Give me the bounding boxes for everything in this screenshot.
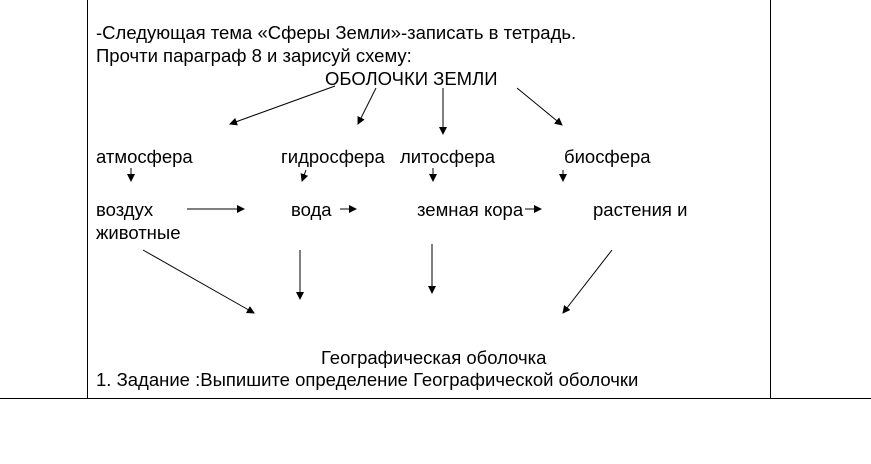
task-text: 1. Задание :Выпишите определение Географ… [96,369,639,390]
arrow [562,249,613,314]
intro-line-1: -Следующая тема «Сферы Земли»-записать в… [96,22,577,43]
sphere-hydrosphere: гидросфера [281,146,385,167]
component-crust: земная кора [417,199,524,220]
arrow [142,249,255,314]
scheme-result: Географическая оболочка [321,347,547,368]
arrow [229,85,336,126]
arrow [357,87,377,125]
table-border-left [87,0,88,398]
table-border-bottom [0,398,871,399]
sphere-lithosphere: литосфера [400,146,496,167]
component-water: вода [291,199,332,220]
component-animals: животные [96,222,181,243]
arrow [516,87,563,126]
component-plants: растения и [593,199,688,220]
table-border-right [770,0,771,398]
sphere-biosphere: биосфера [564,146,651,167]
component-air: воздух [96,199,154,220]
sphere-atmosphere: атмосфера [96,146,193,167]
scheme-title: ОБОЛОЧКИ ЗЕМЛИ [325,68,498,89]
intro-line-2: Прочти параграф 8 и зарисуй схему: [96,45,412,66]
arrow [300,169,309,182]
